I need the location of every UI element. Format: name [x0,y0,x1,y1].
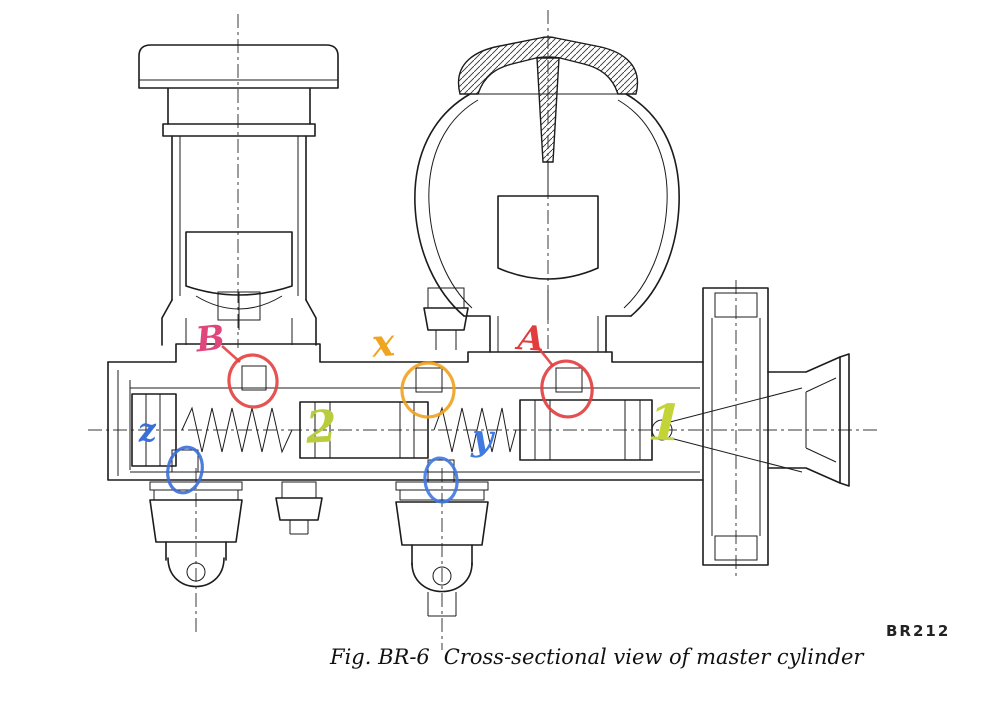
pushrod-cup [767,353,850,487]
circle-A [540,359,594,419]
annotation-circles [166,345,594,504]
outlet-port-center [395,481,489,617]
mounting-flange [702,287,769,566]
annotation-label-y: y [470,416,495,460]
circle-A-tail [535,345,555,367]
right-reservoir [414,36,680,353]
bleeder-fitting [275,481,323,535]
circle-y [423,456,459,504]
annotation-label-A: A [516,318,546,360]
figure-code: BR212 [886,622,951,640]
annotation-label-x: x [370,319,397,366]
annotation-label-2: 2 [304,401,338,454]
annotation-label-B: B [193,317,227,361]
outlet-port-left [149,481,243,588]
circle-B-tail [221,345,241,363]
circle-B [227,353,279,409]
circle-z [166,445,204,495]
annotation-label-z: z [136,410,158,450]
figure-caption: Fig. BR-6 Cross-sectional view of master … [330,645,990,669]
left-reservoir [138,44,339,346]
circle-x [400,361,456,419]
figure-caption-prefix: Fig. BR-6 [330,645,430,669]
figure-caption-title: Cross-sectional view of master cylinder [443,645,864,669]
annotation-label-1: 1 [646,392,684,453]
cylinder-body [107,343,803,483]
